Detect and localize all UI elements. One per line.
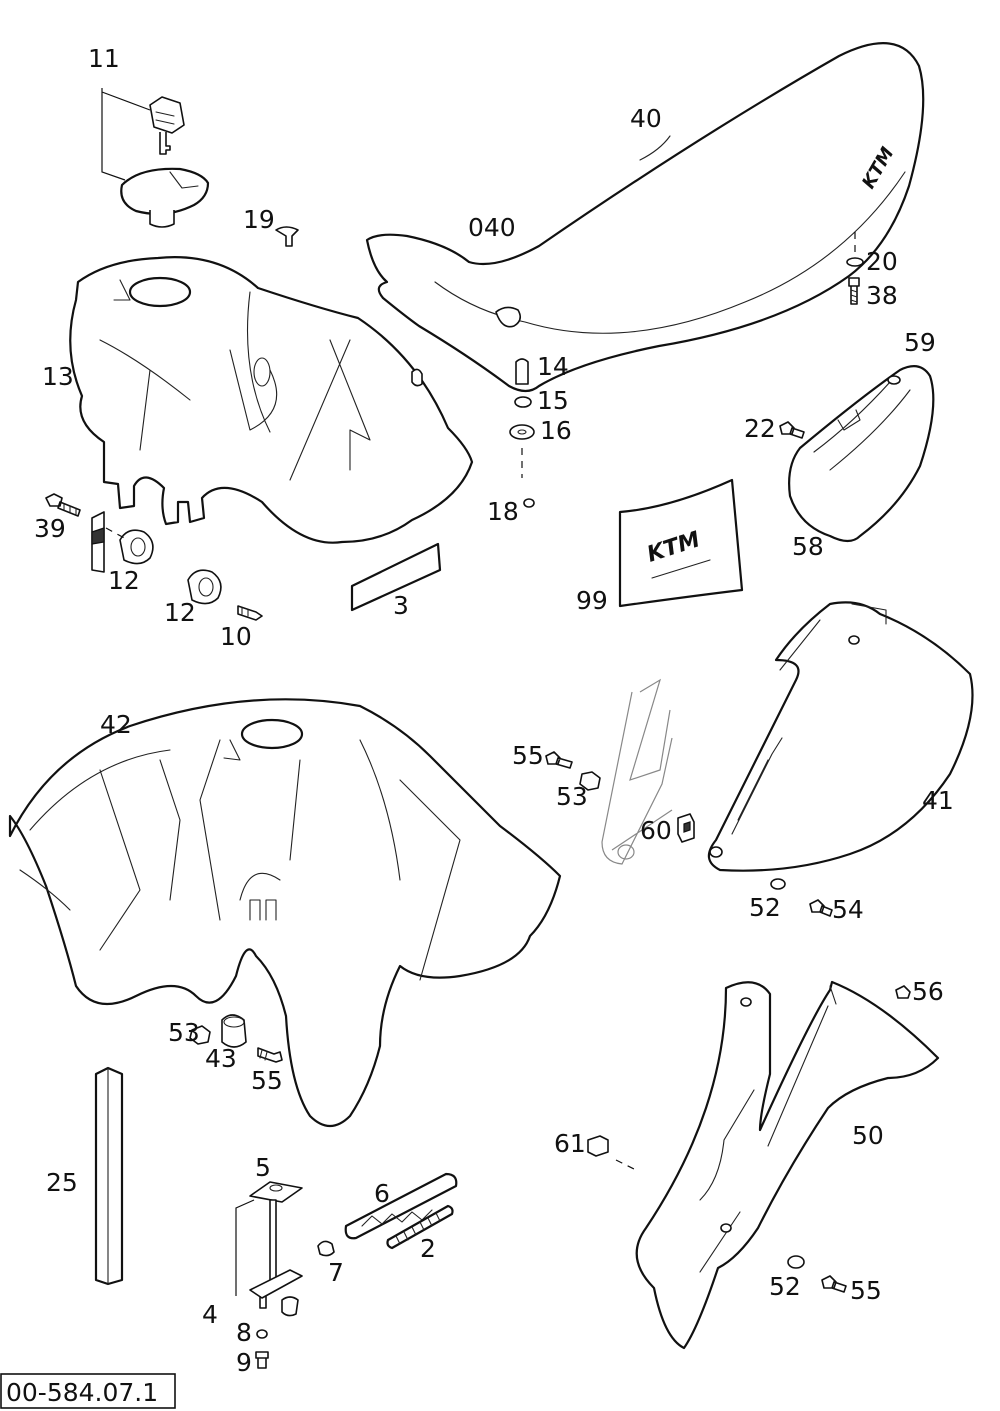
label-8: 8 (236, 1318, 252, 1347)
label-38: 38 (866, 281, 898, 310)
label-25: 25 (46, 1168, 78, 1197)
bolt-14 (515, 358, 529, 385)
part-labels: 11 40 19 040 20 38 13 14 15 16 59 22 18 … (34, 44, 954, 1377)
label-15: 15 (537, 386, 569, 415)
fuel-tap (249, 1181, 303, 1317)
bolt-39 (45, 493, 81, 517)
side-cover (707, 601, 974, 872)
label-55a: 55 (512, 741, 544, 770)
label-040: 040 (468, 213, 516, 242)
fuel-tank-large (8, 698, 562, 1128)
label-55c: 55 (850, 1276, 882, 1305)
label-61: 61 (554, 1129, 586, 1158)
washer-16 (509, 424, 535, 440)
leader-11 (101, 88, 151, 181)
label-99: 99 (576, 586, 608, 615)
screw-9 (255, 1351, 269, 1369)
nut-53a (579, 771, 601, 791)
bolt-55a (545, 751, 573, 769)
decal: KTM (618, 478, 744, 608)
label-7: 7 (328, 1258, 344, 1287)
screw-56 (895, 985, 911, 999)
label-39: 39 (34, 514, 66, 543)
label-16: 16 (540, 416, 572, 445)
label-58: 58 (792, 532, 824, 561)
screw-10 (237, 605, 263, 621)
bushing-12a (119, 529, 154, 565)
label-12a: 12 (108, 566, 140, 595)
label-52a: 52 (749, 893, 781, 922)
washer-15 (514, 396, 532, 408)
label-22: 22 (744, 414, 776, 443)
drawing-number: 00-584.07.1 (6, 1378, 158, 1407)
label-13: 13 (42, 362, 74, 391)
tool-bag (788, 365, 935, 543)
fuel-tank (69, 256, 474, 544)
seal-8 (256, 1329, 268, 1339)
clip-60 (677, 813, 695, 843)
label-42: 42 (100, 710, 132, 739)
rubber-strip (94, 1066, 124, 1286)
bushing-12b (187, 569, 222, 605)
label-41: 41 (922, 786, 954, 815)
label-60: 60 (640, 816, 672, 845)
label-11: 11 (88, 44, 120, 73)
washer-52a (770, 878, 786, 890)
label-18: 18 (487, 497, 519, 526)
label-52b: 52 (769, 1272, 801, 1301)
nut-18 (523, 498, 535, 508)
label-6: 6 (374, 1179, 390, 1208)
tape-3 (350, 542, 442, 612)
label-9: 9 (236, 1348, 252, 1377)
label-10: 10 (220, 622, 252, 651)
side-panel (635, 980, 940, 1350)
leader-61 (615, 1159, 637, 1171)
screw-22 (779, 421, 805, 439)
label-53a: 53 (556, 782, 588, 811)
label-4: 4 (202, 1300, 218, 1329)
label-54: 54 (832, 895, 864, 924)
label-2: 2 (420, 1234, 436, 1263)
leader-4-5 (235, 1199, 255, 1296)
spring-2 (386, 1204, 454, 1250)
bolt-55c (821, 1275, 847, 1293)
screw-54 (809, 899, 833, 917)
hose-6 (344, 1172, 458, 1240)
washer-52b (787, 1255, 805, 1269)
washer-20 (846, 257, 864, 267)
leader-12 (105, 527, 129, 541)
ignition-key (149, 96, 185, 155)
bolt-55b (257, 1047, 283, 1063)
clamp-7 (317, 1240, 335, 1257)
label-5: 5 (255, 1153, 271, 1182)
fuel-cap (120, 167, 210, 228)
label-50: 50 (852, 1121, 884, 1150)
nut-53b (189, 1025, 211, 1045)
clip-61 (587, 1135, 609, 1157)
label-53b: 53 (168, 1018, 200, 1047)
label-3: 3 (393, 591, 409, 620)
label-14: 14 (537, 352, 569, 381)
drawing-reference: 00-584.07.1 (0, 1373, 176, 1409)
screw-19 (275, 226, 299, 247)
frame-outline (601, 678, 673, 865)
bracket (91, 511, 105, 573)
label-43: 43 (205, 1044, 237, 1073)
label-56: 56 (912, 977, 944, 1006)
label-59: 59 (904, 328, 936, 357)
bushing-43 (221, 1014, 247, 1048)
seat: KTM (365, 42, 925, 393)
label-40: 40 (630, 104, 662, 133)
label-20: 20 (866, 247, 898, 276)
label-55b: 55 (251, 1066, 283, 1095)
label-19: 19 (243, 205, 275, 234)
label-12b: 12 (164, 598, 196, 627)
bolt-38 (848, 277, 860, 305)
